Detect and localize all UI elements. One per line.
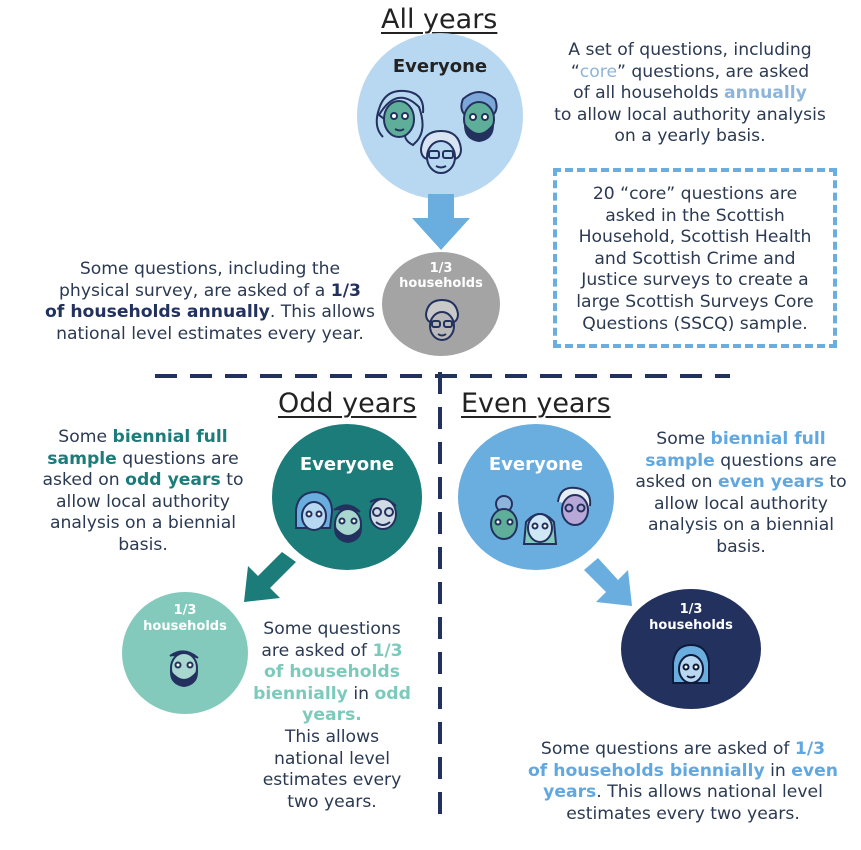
people-icon (375, 89, 498, 174)
arrow-down-icon (412, 194, 470, 250)
third-households-circle-even-years: 1/3 households (621, 589, 761, 709)
heading-all-years: All years (381, 4, 498, 35)
even-full-sample-text: Some biennial full sample questions are … (635, 429, 847, 557)
sscq-text: 20 “core” questions are asked in the Sco… (576, 184, 814, 334)
everyone-circle-all-years: Everyone (357, 33, 523, 199)
third-annually-text: Some questions, including the physical s… (45, 259, 375, 344)
everyone-circle-odd-years: Everyone (272, 424, 422, 570)
third-label: 1/3 (679, 602, 703, 617)
everyone-label: Everyone (299, 454, 395, 475)
arrow-down-left-icon (244, 552, 296, 602)
everyone-circle-even-years: Everyone (458, 424, 614, 570)
odd-full-sample-text: Some biennial full sample questions are … (42, 427, 244, 555)
core-line-2: “core” questions, are asked (570, 61, 810, 82)
core-line-4: to allow local authority analysis (554, 104, 826, 125)
core-line-3: of all households annually (573, 83, 807, 104)
everyone-label: Everyone (392, 56, 488, 77)
heading-odd-years: Odd years (278, 388, 417, 419)
third-households-circle-all-years: 1/3 households (382, 252, 500, 356)
person-icon (424, 298, 460, 341)
person-icon (169, 650, 199, 688)
third-label: 1/3 (429, 261, 453, 276)
everyone-label: Everyone (488, 454, 584, 475)
odd-third-text: Some questions are asked of 1/3 of house… (253, 619, 411, 812)
core-line-1: A set of questions, including (568, 40, 812, 60)
households-label: households (399, 276, 483, 291)
households-label: households (143, 619, 227, 634)
person-icon (672, 643, 710, 684)
third-households-circle-odd-years: 1/3 households (122, 592, 248, 714)
people-icon (295, 490, 397, 544)
people-icon (490, 486, 592, 545)
third-label: 1/3 (173, 603, 197, 618)
core-questions-text: A set of questions, including “core” que… (540, 40, 840, 148)
households-label: households (649, 618, 733, 633)
heading-even-years: Even years (461, 388, 611, 419)
core-line-5: on a yearly basis. (614, 126, 766, 147)
sscq-box: 20 “core” questions are asked in the Sco… (553, 168, 837, 348)
even-third-text: Some questions are asked of 1/3 of house… (527, 739, 839, 824)
arrow-down-right-icon (584, 558, 632, 606)
